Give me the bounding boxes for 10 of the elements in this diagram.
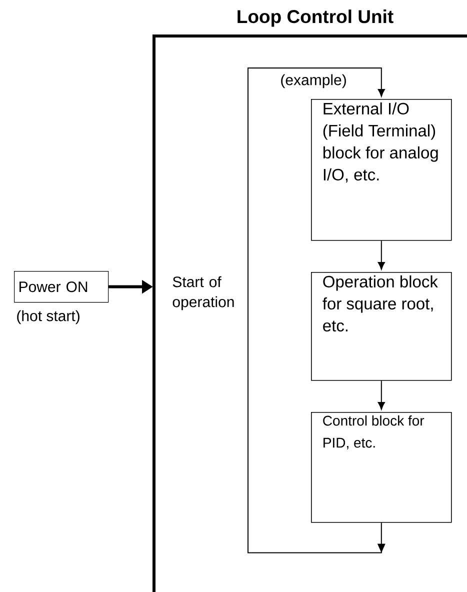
arrow [378, 240, 385, 270]
arrow [248, 68, 386, 554]
process-box: Power ON [14, 271, 109, 303]
arrow [378, 380, 385, 410]
process-box: Control block for PID, etc. [311, 412, 452, 523]
note: (example) [281, 74, 346, 88]
process-box: External I/O (Field Terminal) block for analog I/O, etc. [311, 99, 452, 241]
process-box: Operation block for square root, etc. [311, 272, 452, 381]
note: Start of operation [172, 276, 234, 310]
node-label: (hot start) [17, 310, 80, 324]
